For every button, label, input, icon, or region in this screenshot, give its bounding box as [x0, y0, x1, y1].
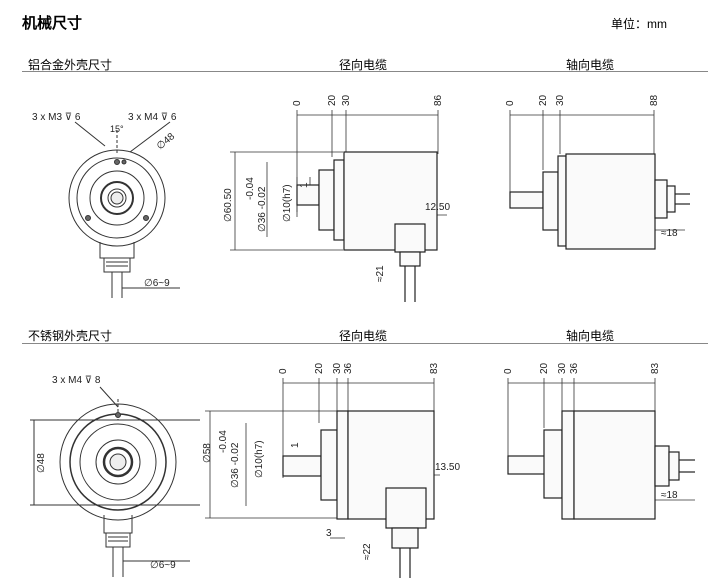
tol-lower-label: ∅36 -0.02: [230, 442, 241, 488]
alu-front-view: 3 x M3 ⊽ 6 3 x M4 ⊽ 6 15° ∅48 ∅6~9: [32, 112, 180, 298]
gland-length-label: ≈18: [661, 228, 678, 239]
angle-label: 15°: [110, 124, 124, 134]
three-label: 3: [326, 528, 332, 539]
outer-diameter-label: ∅58: [202, 443, 213, 463]
tick-36: 36: [569, 362, 580, 374]
tick-0: 0: [503, 368, 514, 374]
outer-diameter-label: ∅48: [36, 453, 47, 473]
encoder-body: [565, 153, 656, 250]
cable-diameter-label: ∅6~9: [144, 278, 170, 289]
tick-0: 0: [292, 100, 303, 106]
flange-pilot: [320, 429, 338, 501]
offset-label: 13.50: [435, 462, 460, 473]
outer-flange: [68, 149, 166, 247]
gland-length-label: ≈18: [661, 490, 678, 501]
section-alu-axial-label: 轴向电缆: [566, 58, 615, 72]
section-ss-label: 不锈钢外壳尺寸: [28, 329, 113, 343]
section-alu-radial-label: 径向电缆: [339, 58, 388, 72]
alu-radial-view: 0 20 30 86 ∅60.50 -0.04 ∅36 -0.02 ∅10(h7…: [223, 94, 450, 302]
unit-label: 单位：mm: [611, 17, 667, 31]
tick-83: 83: [650, 362, 661, 374]
tick-20: 20: [539, 362, 550, 374]
cable-diameter-label: ∅6~9: [150, 560, 176, 571]
diameter-label: ∅48: [155, 131, 178, 152]
tick-86: 86: [433, 94, 444, 106]
shaft: [507, 455, 547, 475]
tick-36: 36: [343, 362, 354, 374]
ss-axial-view: 0 20 30 36 83 ≈18: [503, 362, 695, 520]
shaft-label: ∅10(h7): [282, 184, 293, 222]
one-label: 1: [299, 182, 310, 188]
ss-front-view: 3 x M4 ⊽ 8 ∅48 ∅6~9: [30, 375, 200, 577]
tol-upper-label: -0.04: [218, 430, 229, 453]
tick-83: 83: [429, 362, 440, 374]
axial-gland: [654, 445, 670, 487]
axial-gland: [654, 179, 668, 219]
outer-flange: [59, 403, 177, 521]
section-ss-radial-label: 径向电缆: [339, 329, 388, 343]
tol-upper-label: -0.04: [245, 177, 256, 200]
shaft: [509, 191, 544, 209]
offset-label: 12.50: [425, 202, 450, 213]
tick-30: 30: [557, 362, 568, 374]
tol-lower-label: ∅36 -0.02: [257, 186, 268, 232]
radial-connector: [385, 487, 427, 529]
ss-radial-view: 0 20 30 36 83 ∅58 -0.04 ∅36 -0.02 ∅10(h7…: [202, 362, 460, 578]
alu-axial-view: 0 20 30 88 ≈18: [505, 94, 690, 250]
outer-diameter-label: ∅60.50: [223, 188, 234, 222]
cable-height-label: ≈21: [375, 265, 386, 282]
section-ss-axial-label: 轴向电缆: [566, 329, 615, 343]
section-alu-label: 铝合金外壳尺寸: [28, 58, 113, 72]
encoder-body: [573, 410, 656, 520]
radial-connector: [394, 223, 426, 253]
cable-gland: [103, 515, 133, 534]
flange-pilot: [318, 169, 335, 231]
tick-20: 20: [327, 94, 338, 106]
tick-30: 30: [341, 94, 352, 106]
cable-height-label: ≈22: [362, 543, 373, 560]
tick-0: 0: [505, 100, 516, 106]
tick-20: 20: [314, 362, 325, 374]
section-divider: [22, 343, 708, 344]
tick-30: 30: [332, 362, 343, 374]
tick-0: 0: [278, 368, 289, 374]
tick-20: 20: [538, 94, 549, 106]
tick-30: 30: [555, 94, 566, 106]
tick-88: 88: [649, 94, 660, 106]
m3-label: 3 x M3 ⊽ 6: [32, 112, 81, 123]
m4-label: 3 x M4 ⊽ 6: [128, 112, 177, 123]
shaft: [282, 455, 322, 477]
m4-label: 3 x M4 ⊽ 8: [52, 375, 101, 386]
section-divider: [22, 71, 708, 72]
shaft-label: ∅10(h7): [254, 440, 265, 478]
page-title: 机械尺寸: [22, 15, 83, 32]
one-label: 1: [290, 442, 301, 448]
